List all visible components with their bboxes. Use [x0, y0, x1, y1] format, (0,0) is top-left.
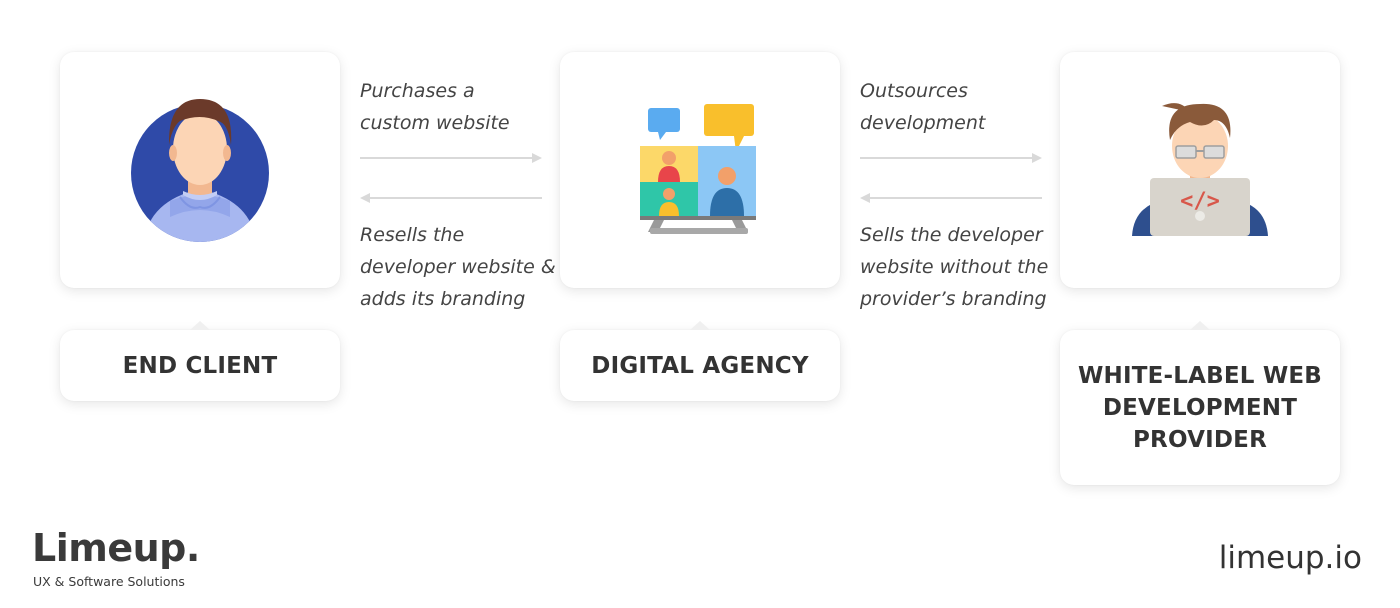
left-arrow: [360, 193, 542, 203]
purchase-flow-label: Purchases a custom website: [360, 80, 510, 134]
svg-text:</>: </>: [1180, 189, 1220, 214]
video-conference-icon: [640, 104, 756, 234]
digital-agency-node: DIGITAL AGENCY: [560, 321, 840, 401]
digital-agency-label: DIGITAL AGENCY: [591, 352, 809, 379]
right-arrow: [860, 153, 1042, 163]
brand-name: Limeup.: [32, 526, 200, 570]
end-client-node: END CLIENT: [60, 321, 340, 401]
provider-icon-card: </>: [1060, 52, 1340, 288]
person-avatar-icon: [131, 99, 269, 242]
pointer-notch: [690, 321, 710, 330]
end-client-label: END CLIENT: [122, 352, 278, 379]
right-arrow: [360, 153, 542, 163]
left-arrow: [860, 193, 1042, 203]
end-client-icon-card: [60, 52, 340, 288]
pointer-notch: [190, 321, 210, 330]
pointer-notch: [1190, 321, 1210, 330]
provider-node: WHITE-LABEL WEB DEVELOPMENT PROVIDER: [1060, 321, 1340, 485]
developer-laptop-icon: </>: [1132, 103, 1268, 236]
brand-tagline: UX & Software Solutions: [33, 574, 185, 589]
brand-logo: Limeup. UX & Software Solutions: [32, 524, 200, 589]
digital-agency-icon-card: [560, 52, 840, 288]
provider-label: WHITE-LABEL WEB DEVELOPMENT PROVIDER: [1077, 362, 1323, 453]
resell-flow-label: Resells the developer website & adds its…: [360, 224, 556, 310]
site-url: limeup.io: [1218, 540, 1362, 576]
outsource-flow-label: Outsources development: [860, 80, 986, 134]
sell-flow-label: Sells the developer website without the …: [860, 224, 1049, 310]
